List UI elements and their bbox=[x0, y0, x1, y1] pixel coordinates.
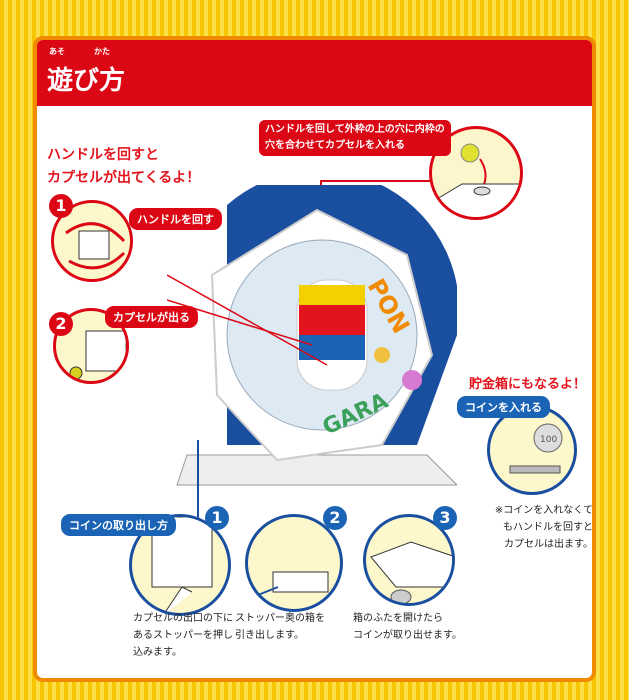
capsule-out-icon bbox=[69, 330, 126, 380]
bank-title: 貯金箱にもなるよ！ bbox=[469, 377, 587, 392]
intro-text: ハンドルを回すと カプセルが出てくるよ！ bbox=[47, 144, 200, 190]
coin-removal-label: コインの取り出し方 bbox=[61, 514, 176, 536]
coin-step-2-illustration bbox=[245, 514, 343, 612]
handle bbox=[299, 305, 365, 335]
how-to-play-card: あそ かた 遊び方 ハンドルを回すと カプセルが出てくるよ！ 1 ハンドルを回す… bbox=[33, 36, 596, 682]
leader-line bbox=[197, 440, 199, 530]
ruby: かた bbox=[94, 47, 110, 56]
header: あそ かた 遊び方 bbox=[37, 40, 592, 106]
step-number: 2 bbox=[49, 312, 73, 336]
insert-coin-label: コインを入れる bbox=[457, 396, 550, 418]
step-number: 1 bbox=[49, 194, 73, 218]
step-number: 3 bbox=[433, 506, 457, 530]
bank-note: ※コインを入れなくて もハンドルを回すと カプセルは出ます。 bbox=[489, 502, 593, 553]
page-title: 遊び方 bbox=[47, 66, 126, 96]
capsule-icon bbox=[436, 143, 520, 217]
text-line: カプセルの出口の下に bbox=[133, 613, 233, 624]
text-line: 引き出します。 bbox=[235, 630, 304, 641]
leader-line bbox=[320, 180, 436, 182]
capsule bbox=[402, 370, 422, 390]
text-line: あるストッパーを押し bbox=[133, 630, 233, 641]
coin-icon: 100 bbox=[509, 423, 563, 474]
note-line: もハンドルを回すと bbox=[503, 522, 593, 533]
intro-line: カプセルが出てくるよ！ bbox=[47, 170, 201, 186]
text-line: コインが取り出せます。 bbox=[353, 630, 462, 641]
coin-value: 100 bbox=[540, 435, 557, 445]
coin-step-3-text: 箱のふたを開けたら コインが取り出せます。 bbox=[353, 610, 462, 644]
step-1-illustration bbox=[51, 200, 133, 282]
coin-step-2-text: ストッパー奥の箱を 引き出します。 bbox=[235, 610, 325, 644]
ruby: あそ bbox=[49, 47, 65, 56]
text-line: 込みます。 bbox=[133, 647, 182, 658]
note-line: カプセルは出ます。 bbox=[504, 539, 593, 550]
text-line: ストッパー奥の箱を bbox=[235, 613, 325, 624]
step-number: 2 bbox=[323, 506, 347, 530]
step-label: ハンドルを回す bbox=[129, 208, 222, 230]
insert-capsule-note: ハンドルを回して外枠の上の穴に内枠の 穴を合わせてカプセルを入れる bbox=[259, 120, 451, 156]
insert-coin-illustration: 100 bbox=[487, 405, 577, 495]
text-line: 箱のふたを開けたら bbox=[353, 613, 443, 624]
step-label: カプセルが出る bbox=[105, 306, 198, 328]
coin-step-1-text: カプセルの出口の下に あるストッパーを押し 込みます。 bbox=[133, 610, 233, 661]
intro-line: ハンドルを回すと bbox=[47, 147, 159, 163]
coin-step-3-illustration bbox=[363, 514, 455, 606]
note-line: 穴を合わせてカプセルを入れる bbox=[265, 140, 405, 151]
gacha-machine-illustration: PON GARA bbox=[167, 185, 457, 486]
hand-turning-icon bbox=[65, 222, 126, 270]
base bbox=[176, 454, 457, 486]
step-number: 1 bbox=[205, 506, 229, 530]
note-line: ※コインを入れなくて bbox=[494, 505, 593, 516]
note-line: ハンドルを回して外枠の上の穴に内枠の bbox=[265, 124, 445, 135]
